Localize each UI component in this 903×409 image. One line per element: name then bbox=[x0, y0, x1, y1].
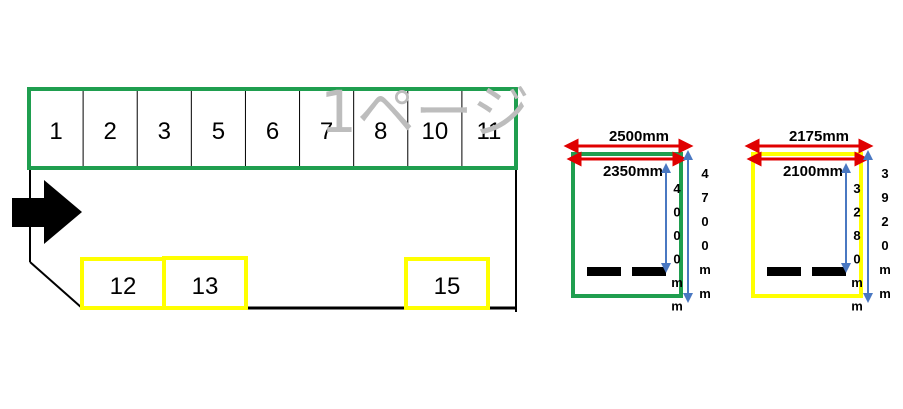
dimension-char: m bbox=[879, 286, 891, 301]
dimension-char: 3 bbox=[881, 166, 888, 181]
dimension-char: m bbox=[851, 299, 863, 314]
dimension-char: m bbox=[671, 275, 683, 290]
top-stall-7[interactable]: 7 bbox=[320, 118, 333, 145]
dimension-char: 0 bbox=[701, 238, 708, 253]
stall-label: 13 bbox=[192, 273, 219, 300]
wheel-stop bbox=[767, 267, 801, 276]
top-stall-2[interactable]: 2 bbox=[103, 118, 116, 145]
outer-width-label: 2175mm bbox=[789, 128, 849, 145]
outer-length-label: 4 7 0 0 mm bbox=[699, 166, 711, 301]
dimension-char: 3 bbox=[853, 181, 860, 196]
top-stall-10[interactable]: 10 bbox=[421, 118, 448, 145]
dimension-char: 8 bbox=[853, 228, 860, 243]
dimension-char: m bbox=[699, 286, 711, 301]
dimension-char: 0 bbox=[853, 252, 860, 267]
stall-label: 15 bbox=[434, 273, 461, 300]
dimension-char: 0 bbox=[673, 205, 680, 220]
stall-dividers bbox=[82, 91, 463, 166]
bottom-stall-13[interactable]: 13 bbox=[162, 256, 248, 310]
inner-width-label: 2100mm bbox=[783, 163, 843, 180]
top-stall-6[interactable]: 6 bbox=[266, 118, 279, 145]
dimension-char: 9 bbox=[881, 190, 888, 205]
dimension-char: 4 bbox=[701, 166, 709, 181]
top-stall-5[interactable]: 5 bbox=[212, 118, 225, 145]
inner-length-label: 4 0 0 0 mm bbox=[671, 181, 683, 314]
wheel-stop bbox=[632, 267, 666, 276]
dimension-char: 4 bbox=[673, 181, 681, 196]
top-stall-row-border bbox=[27, 87, 518, 170]
dimension-char: 7 bbox=[701, 190, 708, 205]
bottom-stall-12[interactable]: 12 bbox=[80, 257, 166, 310]
wheel-stop bbox=[587, 267, 621, 276]
wheel-stop bbox=[812, 267, 846, 276]
dimension-char: 0 bbox=[673, 228, 680, 243]
top-stall-1[interactable]: 1 bbox=[49, 118, 62, 145]
page-watermark: 1ページ bbox=[320, 78, 530, 146]
dimension-char: m bbox=[699, 262, 711, 277]
inner-width-label: 2350mm bbox=[603, 163, 663, 180]
top-stall-11[interactable]: 11 bbox=[476, 118, 501, 145]
dimension-char: m bbox=[879, 262, 891, 277]
dimension-char: 0 bbox=[701, 214, 708, 229]
stall-labels: 1 2 3 5 6 7 8 10 11 bbox=[49, 118, 501, 145]
top-stall-row: 1 2 3 5 6 7 8 10 11 bbox=[27, 87, 518, 170]
dimension-char: 0 bbox=[673, 252, 680, 267]
arrow-right-icon bbox=[12, 180, 82, 244]
top-stall-3[interactable]: 3 bbox=[158, 118, 171, 145]
inner-length-label: 3 2 8 0 mm bbox=[851, 181, 863, 314]
dimension-char: 2 bbox=[881, 214, 888, 229]
dimension-char: 2 bbox=[853, 205, 860, 220]
dimension-char: m bbox=[671, 299, 683, 314]
bottom-stall-15[interactable]: 15 bbox=[404, 257, 490, 310]
outer-width-label: 2500mm bbox=[609, 128, 669, 145]
dimension-char: m bbox=[851, 275, 863, 290]
outer-length-label: 3 9 2 0 mm bbox=[879, 166, 891, 301]
stall-label: 12 bbox=[110, 273, 137, 300]
top-stall-8[interactable]: 8 bbox=[374, 118, 387, 145]
dimension-char: 0 bbox=[881, 238, 888, 253]
